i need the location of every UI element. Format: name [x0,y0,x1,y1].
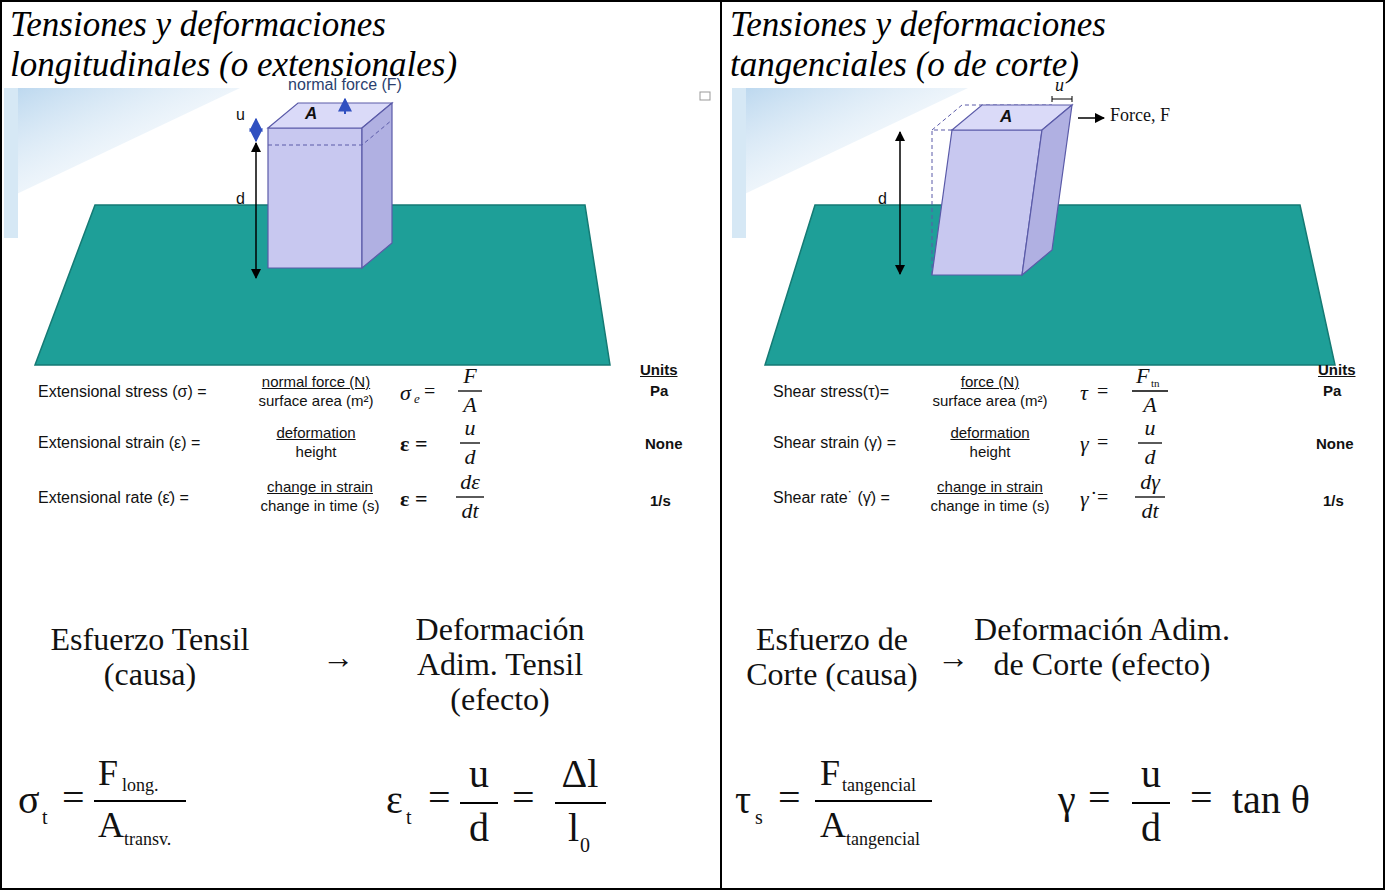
label-text: u [1145,416,1156,440]
label-text: Extensional rate (ε̇) = [38,489,189,507]
label-text: = [1097,431,1108,453]
label-text: Deformación Adim. de Corte (efecto) [971,612,1233,682]
label-text: d [878,190,887,208]
label-text: = [1088,776,1111,820]
label-text: u [1055,76,1064,96]
label-text: deformation [950,425,1029,442]
label-text: tn [1151,377,1160,389]
label-text: A [820,806,846,846]
label-text: Esfuerzo Tensil (causa) [34,622,266,692]
label-text: Extensional stress (σ) = [38,383,207,401]
cell-heading: Tensiones y deformaciones tangenciales (… [722,2,1248,89]
label-text: ε = [400,487,427,511]
label-text: = [1190,776,1213,820]
label-text: Shear stress(τ)= [773,383,889,401]
label-text: None [645,436,683,453]
label-text: F [463,364,476,388]
label-text: Pa [650,383,668,400]
label-text: transv. [124,830,171,850]
label-text: surface area (m²) [932,393,1047,410]
label-text: change in time (s) [930,498,1049,515]
label-text: Δl [562,752,599,796]
label-text: normal force (F) [288,76,402,94]
label-text: s [755,806,763,828]
label-text: τ [735,778,751,822]
label-text: height [296,444,337,461]
label-text: change in strain [267,479,373,496]
label-text: γ [1058,778,1076,822]
label-text: height [970,444,1011,461]
label-text: tan θ [1232,778,1310,822]
label-text: tangencial [846,830,920,850]
label-text: force (N) [961,374,1019,391]
label-text: A [305,105,317,124]
label-text: 1/s [650,493,671,510]
label-text: d [236,190,245,208]
label-text: Deformación Adim. Tensil (efecto) [375,612,625,718]
label-text: → [322,640,354,675]
label-text: Shear rate˙ (γ̇) = [773,489,890,507]
label-text: Esfuerzo de Corte (causa) [731,622,933,692]
label-text: tangencial [842,776,916,796]
label-text: A [1143,393,1156,417]
label-text: d [1141,806,1161,850]
label-text: F [820,754,840,794]
label-text: F [98,754,118,794]
label-text: normal force (N) [262,374,370,391]
label-text: dt [461,499,478,523]
label-text: Extensional strain (ε) = [38,434,200,452]
label-text: change in time (s) [260,498,379,515]
label-text: Units [1318,362,1356,379]
label-text: Pa [1323,383,1341,400]
label-text: σ [400,381,411,405]
label-text: γ̇ [1080,487,1089,511]
label-text: Units [640,362,678,379]
label-text: = [1097,486,1108,508]
label-text: d [1145,445,1156,469]
label-text: d [465,445,476,469]
label-text: u [236,106,245,124]
label-text: F [1136,364,1149,388]
label-text: long. [122,776,159,796]
label-text: u [469,752,489,796]
label-text: A [1000,108,1012,127]
label-text: t [42,806,48,828]
label-text: γ [1080,432,1089,456]
label-text: σ [18,778,40,822]
label-text: Shear strain (γ) = [773,434,896,452]
label-text: = [428,776,451,820]
label-text: dγ [1140,470,1160,494]
label-text: dε [460,470,480,494]
label-text: Force, F [1110,106,1170,126]
cell-heading: Tensiones y deformaciones longitudinales… [2,2,528,89]
label-text: surface area (m²) [258,393,373,410]
label-text: A [463,393,476,417]
label-text: = [1097,380,1108,402]
label-text: ε [386,778,403,822]
label-text: deformation [276,425,355,442]
label-text: dt [1141,499,1158,523]
label-text: 0 [580,834,590,856]
label-text: ε = [400,432,427,456]
label-text: l [568,806,579,850]
label-text: 1/s [1323,493,1344,510]
label-text: u [465,416,476,440]
label-text: = [424,380,435,402]
label-text: u [1141,752,1161,796]
label-text: A [98,806,124,846]
label-text: None [1316,436,1354,453]
label-text: d [469,806,489,850]
label-text: → [937,640,969,675]
label-text: e [414,392,420,406]
label-text: change in strain [937,479,1043,496]
label-text: = [778,776,801,820]
label-text: = [62,776,85,820]
label-text: τ [1080,381,1088,405]
label-text: = [512,776,535,820]
label-text: t [406,806,412,828]
